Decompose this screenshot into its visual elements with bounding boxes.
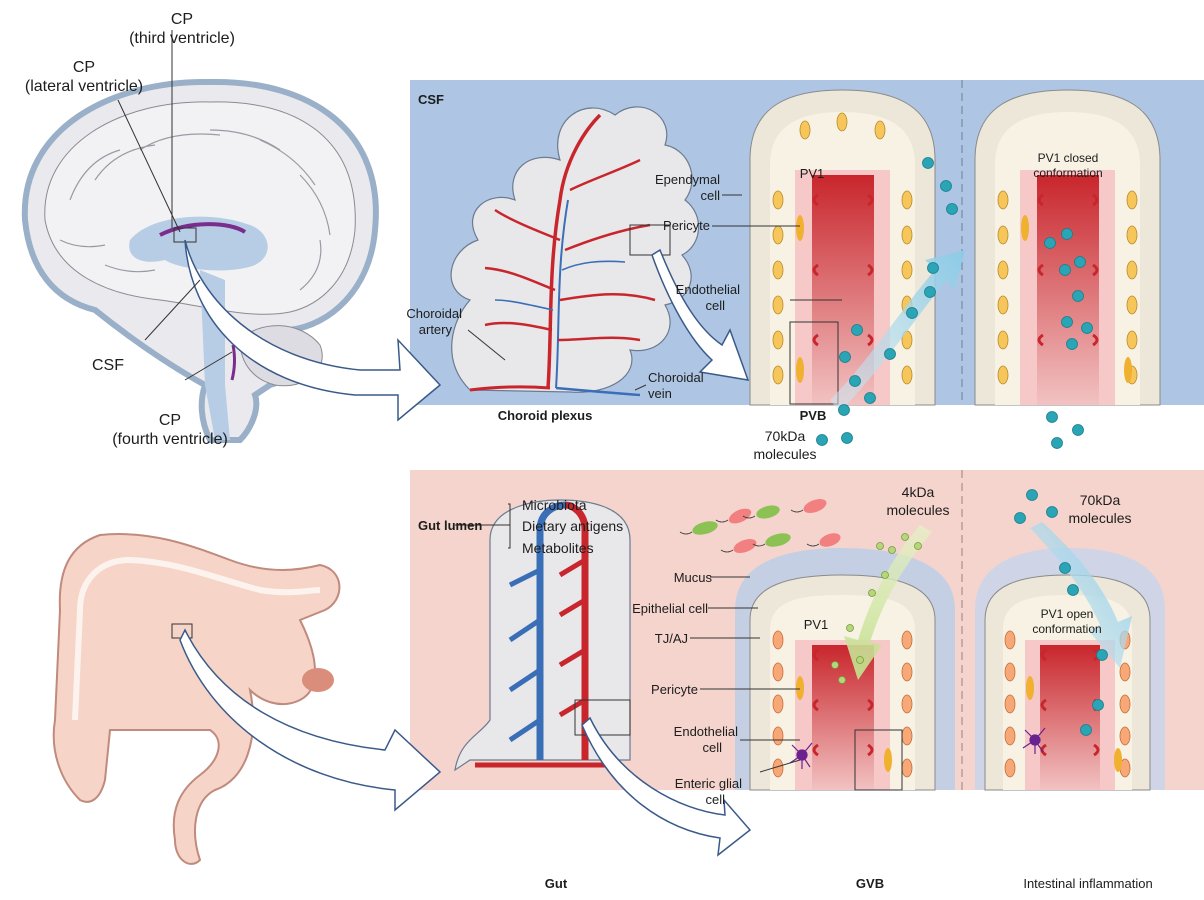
choroidal-artery-label-line1: Choroidal: [406, 306, 462, 321]
gvb-label: GVB: [856, 876, 884, 891]
pv1-open-label-line2: conformation: [1032, 622, 1101, 636]
enteric-glial-label-line2: cell: [705, 792, 725, 807]
cp-third-label-line1: CP: [171, 11, 193, 28]
cp-lateral-label-line1: CP: [73, 59, 95, 76]
choroidal-vein-label-line2: vein: [648, 386, 672, 401]
dietary-antigens-label: Dietary antigens: [522, 518, 623, 534]
choroidal-artery-label-line2: artery: [419, 322, 453, 337]
colon-illustration: [54, 534, 340, 864]
mol70-top-label-line2: molecules: [753, 446, 816, 462]
pv1-label-top: PV1: [800, 166, 825, 181]
closed-villus: [975, 90, 1160, 405]
endothelial-label-bottom-line2: cell: [702, 740, 722, 755]
choroidal-vein-label-line1: Choroidal: [648, 370, 704, 385]
tjaj-label: TJ/AJ: [655, 631, 688, 646]
cp-fourth-label-line1: CP: [159, 412, 181, 429]
mol4-label-line1: 4kDa: [902, 484, 935, 500]
cp-fourth-label-line2: (fourth ventricle): [112, 431, 228, 448]
gut-label: Gut: [545, 876, 568, 891]
pv1-label-bottom: PV1: [804, 617, 829, 632]
gvb-villus: [735, 548, 955, 790]
cp-lateral-label-line2: (lateral ventricle): [25, 78, 143, 95]
pericyte-label-top: Pericyte: [663, 218, 710, 233]
endothelial-label-bottom-line1: Endothelial: [674, 724, 738, 739]
microbiota-label: Microbiota: [522, 497, 587, 513]
epithelial-label: Epithelial cell: [632, 601, 708, 616]
ependymal-label-line1: Ependymal: [655, 172, 720, 187]
ependymal-label-line2: cell: [700, 188, 720, 203]
cp-third-label-line2: (third ventricle): [129, 30, 235, 47]
csf-brain-label: CSF: [92, 357, 124, 374]
pv1-closed-label-line1: PV1 closed: [1038, 151, 1099, 165]
pvb-label: PVB: [800, 408, 827, 423]
pv1-open-label-line1: PV1 open: [1041, 607, 1094, 621]
intestinal-inflammation-label: Intestinal inflammation: [1023, 876, 1152, 891]
gut-lumen-label: Gut lumen: [418, 518, 482, 533]
mol4-label-line2: molecules: [886, 502, 949, 518]
mucus-label: Mucus: [674, 570, 713, 585]
mol70-bottom-label-line1: 70kDa: [1080, 492, 1121, 508]
endothelial-label-top-line2: cell: [705, 298, 725, 313]
mol70-bottom-label-line2: molecules: [1068, 510, 1131, 526]
pericyte-label-bottom: Pericyte: [651, 682, 698, 697]
endothelial-label-top-line1: Endothelial: [676, 282, 740, 297]
enteric-glial-label-line1: Enteric glial: [675, 776, 742, 791]
mol70-top-label-line1: 70kDa: [765, 428, 806, 444]
metabolites-label: Metabolites: [522, 540, 594, 556]
pv1-closed-label-line2: conformation: [1033, 166, 1102, 180]
inflamed-villus: [975, 548, 1165, 790]
csf-panel-label: CSF: [418, 92, 444, 107]
choroid-plexus-label: Choroid plexus: [498, 408, 593, 423]
